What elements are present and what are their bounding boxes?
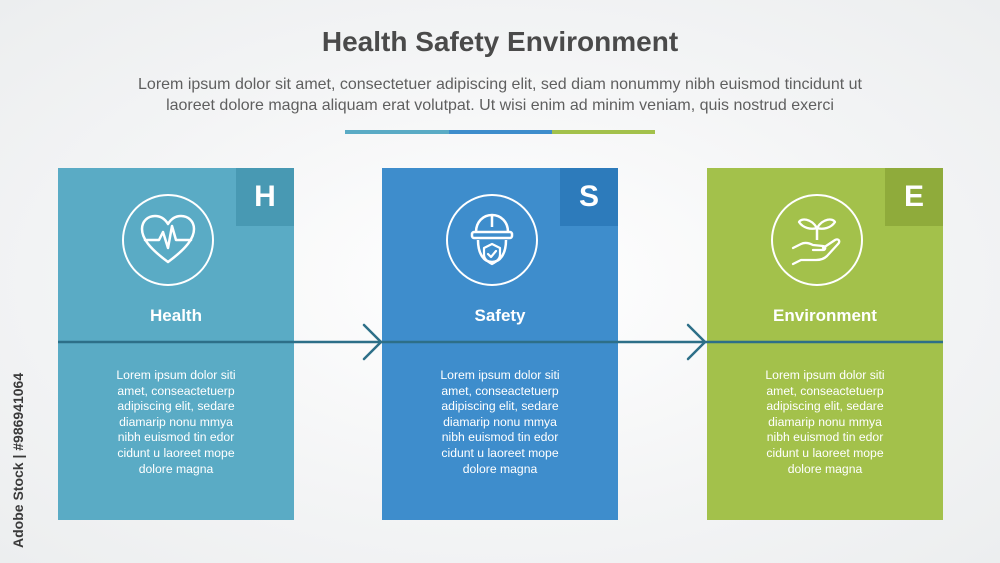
icon-circle-environment — [771, 194, 863, 286]
card-text-line: nibh euismod tin edor — [766, 430, 884, 445]
card-text-line: nibh euismod tin edor — [441, 430, 559, 445]
divider-segment-environment — [552, 130, 655, 134]
card-text-line: adipiscing elit, sedare — [117, 399, 235, 414]
card-text-line: dolore magna — [787, 461, 863, 476]
badge-environment: E — [885, 168, 943, 226]
card-health: H Health Lorem ipsum dolor siti amet, co… — [58, 168, 294, 520]
card-environment: E Environment Lorem ipsum dolor siti ame… — [707, 168, 943, 520]
card-text-line: nibh euismod tin edor — [117, 430, 235, 445]
page-subtitle: Lorem ipsum dolor sit amet, consectetuer… — [60, 74, 940, 116]
card-text-line: amet, conseactetuerp — [766, 383, 884, 398]
card-title-safety: Safety — [474, 306, 526, 325]
card-text-line: dolore magna — [462, 461, 538, 476]
card-text-health: Lorem ipsum dolor siti amet, conseactetu… — [88, 368, 264, 477]
card-text-line: adipiscing elit, sedare — [766, 399, 884, 414]
badge-health: H — [236, 168, 294, 226]
card-text-line: cidunt u laoreet mope — [117, 445, 235, 460]
heart-pulse-icon — [140, 214, 196, 264]
card-text-line: amet, conseactetuerp — [117, 383, 235, 398]
card-title-environment: Environment — [773, 306, 877, 325]
subtitle-line-1: Lorem ipsum dolor sit amet, consectetuer… — [138, 76, 862, 93]
divider-segment-safety — [449, 130, 552, 134]
card-safety: S Safety Lorem ipsum dolor siti amet, co… — [382, 168, 618, 520]
hand-plant-icon — [791, 218, 841, 266]
card-text-line: Lorem ipsum dolor siti — [440, 368, 560, 382]
card-text-environment: Lorem ipsum dolor siti amet, conseactetu… — [737, 368, 913, 477]
card-text-safety: Lorem ipsum dolor siti amet, conseactetu… — [412, 368, 588, 477]
arrow-head-to-safety — [362, 323, 383, 361]
card-text-line: diamarip nonu mmya — [119, 414, 233, 429]
icon-circle-safety — [446, 194, 538, 286]
card-text-line: amet, conseactetuerp — [441, 383, 559, 398]
stock-credit-text: Adobe Stock | #986941064 — [10, 372, 26, 548]
subtitle-line-2: laoreet dolore magna aliquam erat volutp… — [166, 97, 834, 114]
hardhat-worker-icon — [470, 213, 514, 266]
page-title: Health Safety Environment — [321, 26, 679, 57]
card-text-line: cidunt u laoreet mope — [441, 445, 559, 460]
card-text-line: Lorem ipsum dolor siti — [765, 368, 885, 382]
card-text-line: dolore magna — [138, 461, 214, 476]
card-text-line: diamarip nonu mmya — [768, 414, 882, 429]
card-text-line: diamarip nonu mmya — [443, 414, 557, 429]
badge-safety: S — [560, 168, 618, 226]
icon-circle-health — [122, 194, 214, 286]
card-text-line: Lorem ipsum dolor siti — [116, 368, 236, 382]
card-title-health: Health — [150, 306, 202, 325]
divider-segment-health — [345, 130, 449, 134]
arrow-head-to-environment — [686, 323, 707, 361]
card-text-line: cidunt u laoreet mope — [766, 445, 884, 460]
card-text-line: adipiscing elit, sedare — [441, 399, 559, 414]
